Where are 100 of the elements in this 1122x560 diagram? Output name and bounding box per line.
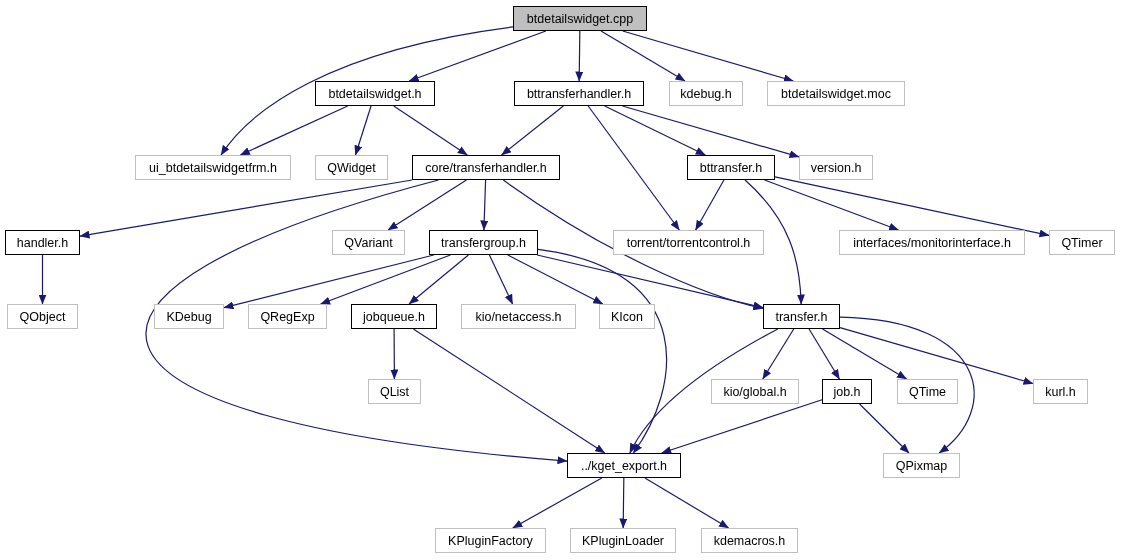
include-arrow — [408, 254, 469, 305]
include-arrow — [587, 105, 680, 231]
include-arrow — [354, 105, 372, 156]
file-name: torrent/torrentcontrol.h — [626, 235, 751, 250]
file-box — [461, 304, 576, 329]
file-name: job.h — [833, 384, 861, 399]
include-arrow — [661, 399, 823, 454]
file-name: KPluginLoader — [582, 533, 664, 548]
file-box — [763, 304, 840, 329]
file-name: QTimer — [1061, 235, 1103, 250]
include-arrow — [147, 179, 568, 465]
file-box — [711, 379, 799, 404]
include-arrow — [808, 328, 840, 380]
file-box — [368, 379, 421, 404]
file-box — [897, 379, 958, 404]
file-name: kdebug.h — [680, 86, 732, 101]
include-arrow — [239, 105, 349, 156]
file-name: jobqueue.h — [363, 309, 425, 324]
file-name: handler.h — [16, 235, 69, 250]
file-box — [687, 155, 775, 180]
file-box — [351, 304, 437, 329]
file-name: QWidget — [327, 160, 376, 175]
file-name: ../kget_export.h — [580, 458, 668, 473]
include-arrow — [629, 328, 779, 454]
file-name: btdetailswidget.moc — [781, 86, 891, 101]
file-box — [1033, 379, 1088, 404]
include-arrow — [763, 179, 900, 231]
file-box — [513, 6, 647, 31]
file-name: kio/netaccess.h — [475, 309, 562, 324]
file-box — [669, 81, 743, 106]
include-arrow — [320, 254, 451, 305]
include-arrow — [480, 179, 489, 231]
file-box — [799, 155, 873, 180]
include-arrow — [622, 30, 794, 83]
file-name: ui_btdetailswidgetfrm.h — [149, 160, 277, 175]
include-arrow — [619, 477, 628, 529]
include-arrow — [762, 328, 795, 380]
include-arrow — [488, 254, 514, 305]
include-arrow — [744, 179, 805, 305]
file-name: transfergroup.h — [441, 235, 526, 250]
include-arrow — [220, 26, 514, 156]
include-arrow — [507, 254, 604, 305]
file-name: KPluginFactory — [448, 533, 533, 548]
file-box — [822, 379, 872, 404]
include-arrow — [223, 254, 435, 310]
file-box — [883, 453, 960, 478]
include-arrow — [839, 327, 1034, 385]
file-box — [332, 230, 405, 255]
file-box — [435, 528, 546, 553]
file-box — [315, 81, 435, 106]
file-box — [154, 304, 224, 329]
file-box — [248, 304, 327, 329]
file-box — [570, 528, 676, 553]
file-box — [599, 304, 655, 329]
file-name: QTime — [908, 384, 946, 399]
file-name: btdetailswidget.h — [328, 86, 422, 101]
include-arrow — [408, 30, 547, 82]
include-arrow — [859, 403, 910, 454]
file-box — [5, 230, 80, 255]
include-arrow — [774, 176, 1050, 238]
file-name: core/transferhandler.h — [425, 160, 547, 175]
include-arrow — [502, 179, 764, 310]
file-name: bttransferhandler.h — [526, 86, 632, 101]
file-name: btdetailswidget.cpp — [526, 11, 634, 26]
file-name: bttransfer.h — [699, 160, 763, 175]
include-arrow — [537, 248, 668, 454]
file-box — [135, 155, 291, 180]
file-box — [1049, 230, 1115, 255]
file-name: interfaces/monitorinterface.h — [853, 235, 1011, 250]
file-name: KIcon — [611, 309, 643, 324]
file-box — [514, 81, 644, 106]
file-box — [767, 81, 905, 106]
file-box — [839, 230, 1025, 255]
include-arrow — [821, 328, 908, 380]
file-name: QRegExp — [260, 309, 315, 324]
file-name: kdemacros.h — [713, 533, 786, 548]
include-arrow — [393, 105, 468, 156]
include-arrow — [512, 477, 603, 529]
include-arrow — [621, 105, 800, 159]
include-arrow — [79, 179, 413, 239]
file-box — [315, 155, 388, 180]
include-arrow — [387, 179, 468, 231]
include-arrow — [536, 254, 764, 310]
file-box — [7, 304, 78, 329]
file-box — [613, 230, 764, 255]
include-arrow — [412, 328, 606, 454]
include-arrow — [600, 30, 686, 82]
file-box — [429, 230, 538, 255]
file-box — [567, 453, 681, 478]
include-arrow — [604, 105, 706, 156]
file-name: version.h — [810, 160, 862, 175]
include-arrow — [390, 328, 399, 380]
file-name: kurl.h — [1045, 384, 1076, 399]
file-box — [701, 528, 798, 553]
file-name: QPixmap — [895, 458, 948, 473]
include-arrow — [38, 254, 47, 305]
file-name: QList — [379, 384, 410, 399]
include-arrow — [501, 105, 564, 156]
include-arrow — [575, 30, 584, 82]
include-arrow — [644, 477, 730, 529]
